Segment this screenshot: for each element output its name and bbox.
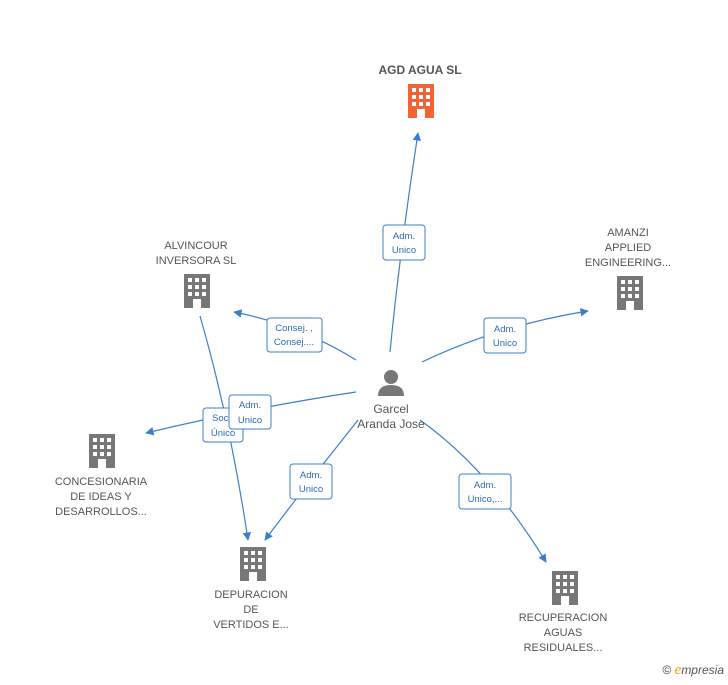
svg-text:Adm.: Adm.	[474, 480, 496, 491]
svg-text:Unico: Unico	[392, 245, 416, 256]
company-label-line: DE IDEAS Y	[70, 491, 132, 503]
footer-brand: © empresia	[662, 662, 724, 679]
company-label-line: AMANZI	[607, 227, 649, 239]
building-icon	[240, 547, 266, 581]
person-node[interactable]: Garcel Aranda Jose	[357, 370, 425, 431]
company-label-line: ALVINCOUR	[164, 240, 227, 252]
svg-text:Unico: Unico	[238, 415, 262, 426]
brand-logo-initial: e	[674, 662, 682, 678]
company-label-line: AGD AGUA SL	[378, 63, 461, 77]
company-label-line: ENGINEERING...	[585, 257, 671, 269]
edge-label-to-amanzi: Adm. Unico	[483, 317, 527, 354]
svg-text:Adm.: Adm.	[239, 400, 261, 411]
svg-text:Consej....: Consej....	[274, 337, 314, 348]
copyright-symbol: ©	[662, 663, 672, 677]
building-icon	[184, 274, 210, 308]
svg-text:Adm.: Adm.	[300, 470, 322, 481]
company-label-line: RESIDUALES...	[524, 642, 603, 654]
company-node-depuracion[interactable]: DEPURACION DE VERTIDOS E...	[213, 547, 289, 631]
company-label-line: VERTIDOS E...	[213, 619, 289, 631]
edge-label-to-alvincour: Consej. , Consej....	[266, 317, 323, 353]
building-icon	[89, 434, 115, 468]
building-icon	[617, 276, 643, 310]
svg-text:Unico: Unico	[299, 484, 323, 495]
company-label-line: CONCESIONARIA	[55, 476, 148, 488]
person-name-line2: Aranda Jose	[357, 417, 425, 431]
company-label-line: APPLIED	[605, 242, 652, 254]
company-label-line: DE	[243, 604, 258, 616]
company-node-alvincour[interactable]: ALVINCOUR INVERSORA SL	[156, 240, 237, 308]
brand-logo-text: mpresia	[681, 663, 724, 677]
company-label-line: AGUAS	[544, 627, 583, 639]
edge-label-to-depuracion: Adm. Unico	[289, 463, 333, 500]
svg-text:Único: Único	[211, 428, 235, 439]
svg-text:Adm.: Adm.	[393, 231, 415, 242]
svg-text:Unico,...: Unico,...	[468, 494, 503, 505]
building-icon	[552, 571, 578, 605]
edge-label-to-recuperacion: Adm. Unico,...	[458, 473, 512, 510]
person-name-line1: Garcel	[373, 402, 408, 416]
person-icon	[378, 370, 404, 396]
svg-text:Soc: Soc	[212, 413, 229, 424]
company-node-agd[interactable]: AGD AGUA SL	[378, 63, 462, 118]
svg-text:Adm.: Adm.	[494, 324, 516, 335]
svg-text:Unico: Unico	[493, 338, 517, 349]
edge-label-to-concesionaria: Adm. Unico	[228, 394, 272, 430]
edge-label-to-agd: Adm. Unico	[382, 224, 426, 261]
company-node-amanzi[interactable]: AMANZI APPLIED ENGINEERING...	[585, 227, 671, 310]
svg-text:Consej. ,: Consej. ,	[275, 323, 313, 334]
building-icon	[408, 84, 434, 118]
company-label-line: RECUPERACION	[519, 612, 608, 624]
company-node-concesionaria[interactable]: CONCESIONARIA DE IDEAS Y DESARROLLOS...	[55, 434, 148, 518]
company-label-line: DEPURACION	[214, 589, 287, 601]
company-node-recuperacion[interactable]: RECUPERACION AGUAS RESIDUALES...	[519, 571, 608, 654]
company-label-line: DESARROLLOS...	[55, 506, 147, 518]
company-label-line: INVERSORA SL	[156, 255, 237, 267]
